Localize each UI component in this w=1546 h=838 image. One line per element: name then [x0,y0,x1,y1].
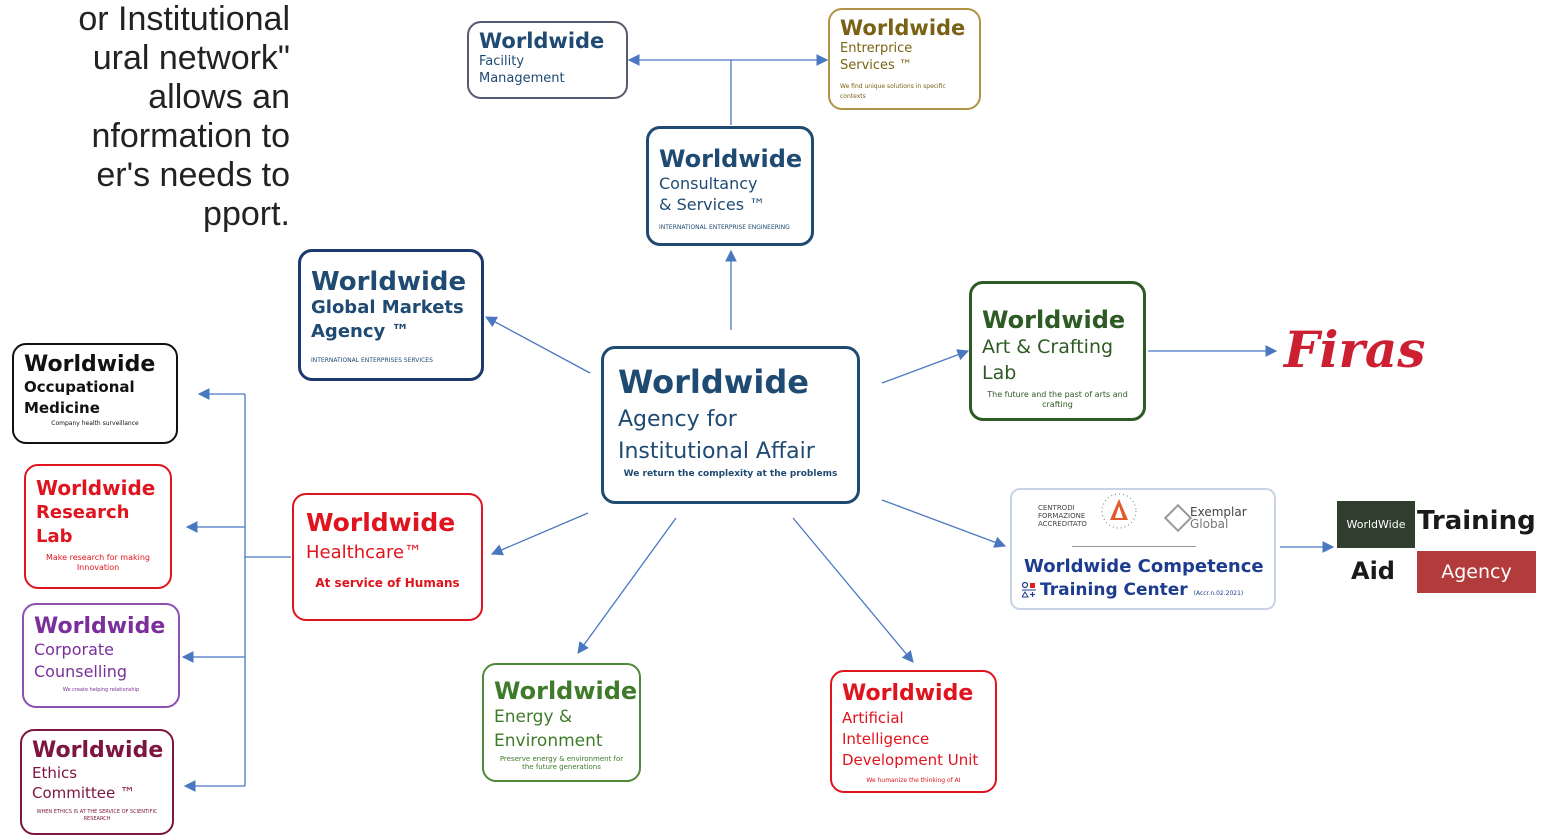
box-tagline: At service of Humans [315,576,460,590]
box-line: Committee ™ [32,784,136,802]
exemplar-label: Exemplar [1190,505,1247,519]
box-line: Ethics [32,764,78,782]
box-line: & Services ™ [659,195,766,214]
box-title: Worldwide [306,508,456,537]
arrow-to-competence [881,499,1007,548]
corporate-counselling-box: Worldwide Corporate Counselling We creat… [22,603,180,708]
intro-text: or Institutional ural network" allows an… [0,0,290,234]
occupational-medicine-box: Worldwide Occupational Medicine Company … [12,343,178,444]
ai-development-box: Worldwide Artificial Intelligence Develo… [830,670,997,793]
energy-environment-box: Worldwide Energy & Environment Preserve … [482,663,641,782]
arrow-to-healthcare [490,512,589,556]
box-title: Worldwide [479,29,605,53]
box-line: Lab [36,526,73,547]
competence-training-center-logo: CENTRODI FORMAZIONE ACCREDITATO Exemplar… [1010,488,1276,610]
intro-line: allows an [148,78,290,116]
enterprise-services-box: Worldwide Entrerprice Services ™ We find… [828,8,981,110]
box-title: Worldwide [982,306,1126,334]
intro-line: er's needs to [96,156,290,194]
box-line: Lab [982,362,1017,384]
training-aid-agency-tile: Agency [1417,551,1536,593]
box-tagline: WHEN ETHICS IS AT THE SERVICE OF SCIENTI… [36,809,158,822]
logo-separator [1072,546,1196,547]
box-tagline: Make research for making Innovation [45,553,150,572]
global-label: Global [1190,517,1229,531]
box-tagline: We humanize the thinking of AI [866,777,961,784]
box-title: Worldwide [618,363,809,401]
box-line: Environment [494,731,603,751]
arrow-to-art-crafting [881,349,970,384]
box-line: Agency for [618,407,737,432]
box-line: Occupational [24,378,135,396]
box-line: Energy & [494,707,573,727]
exemplar-diamond-icon [1163,503,1193,533]
box-line: Entrerprice [840,41,913,56]
box-title: Worldwide [32,738,164,763]
box-line: Consultancy [659,174,758,193]
box-line: Healthcare™ [306,542,423,563]
box-line: Institutional Affair [618,439,815,464]
box-tagline: Company health surveillance [51,420,139,427]
box-title: Worldwide [659,145,803,173]
box-title: Worldwide [842,681,974,706]
intro-line: ural network" [92,39,290,77]
box-tagline: We return the complexity at the problems [623,469,838,479]
art-crafting-box: Worldwide Art & Crafting Lab The future … [969,281,1146,421]
box-line: Research [36,502,130,523]
intro-line: or Institutional [78,0,290,38]
global-markets-box: Worldwide Global Markets Agency ™ INTERN… [298,249,484,381]
intro-line: pport. [203,195,290,233]
box-title: Worldwide [494,677,638,705]
training-center-icon [1022,582,1036,598]
box-line: Intelligence [842,730,930,748]
box-title: Worldwide [311,267,467,297]
box-line: Medicine [24,399,100,417]
arrow-to-ai [792,517,914,663]
box-line: Development Unit [842,751,979,769]
firas-logo: Firas [1284,320,1426,379]
box-line: Agency ™ [311,321,410,342]
arrow-to-energy [577,517,677,654]
box-line: Facility [479,54,525,69]
training-aid-worldwide-tile: WorldWide [1337,501,1415,548]
training-center-title: Training Center (Accr.n.02.2021) [1040,580,1243,600]
central-agency-box: Worldwide Agency for Institutional Affai… [601,346,860,504]
healthcare-box: Worldwide Healthcare™ At service of Huma… [292,493,483,621]
training-aid-training-label: Training [1417,506,1536,536]
box-line: Corporate [34,640,114,659]
box-line: Artificial [842,709,904,727]
facility-management-box: Worldwide Facility Management [467,21,628,99]
box-tagline: The future and the past of arts and craf… [987,390,1128,409]
box-tagline: Preserve energy & environment for the fu… [499,755,624,771]
accreditation-number: (Accr.n.02.2021) [1193,590,1244,597]
training-aid-aid-label: Aid [1351,557,1395,585]
box-tagline: INTERNATIONAL ENTERPRISES SERVICES [311,357,433,364]
training-center-label: Training Center [1040,580,1188,600]
box-tagline: INTERNATIONAL ENTERPRISE ENGINEERING [659,224,790,231]
research-lab-box: Worldwide Research Lab Make research for… [24,464,172,589]
box-title: Worldwide [24,352,156,377]
consultancy-services-box: Worldwide Consultancy & Services ™ INTER… [646,126,814,246]
box-line: Management [479,71,565,86]
box-line: Global Markets [311,297,464,318]
arrow-to-global-markets [484,316,591,374]
box-line: Art & Crafting [982,336,1114,358]
box-title: Worldwide [36,476,156,500]
competence-title: Worldwide Competence [1024,556,1264,577]
box-title: Worldwide [34,614,166,639]
intro-line: nformation to [91,117,290,155]
box-tagline: We create helping relationship [62,687,140,693]
ethics-committee-box: Worldwide Ethics Committee ™ WHEN ETHICS… [20,729,174,835]
box-line: Services ™ [840,58,912,73]
box-tagline: We find unique solutions in specific con… [840,83,946,100]
box-title: Worldwide [840,16,966,40]
box-line: Counselling [34,662,128,681]
centri-formazione-label: CENTRODI FORMAZIONE ACCREDITATO [1038,504,1087,528]
accreditation-triangle-icon [1101,493,1137,529]
